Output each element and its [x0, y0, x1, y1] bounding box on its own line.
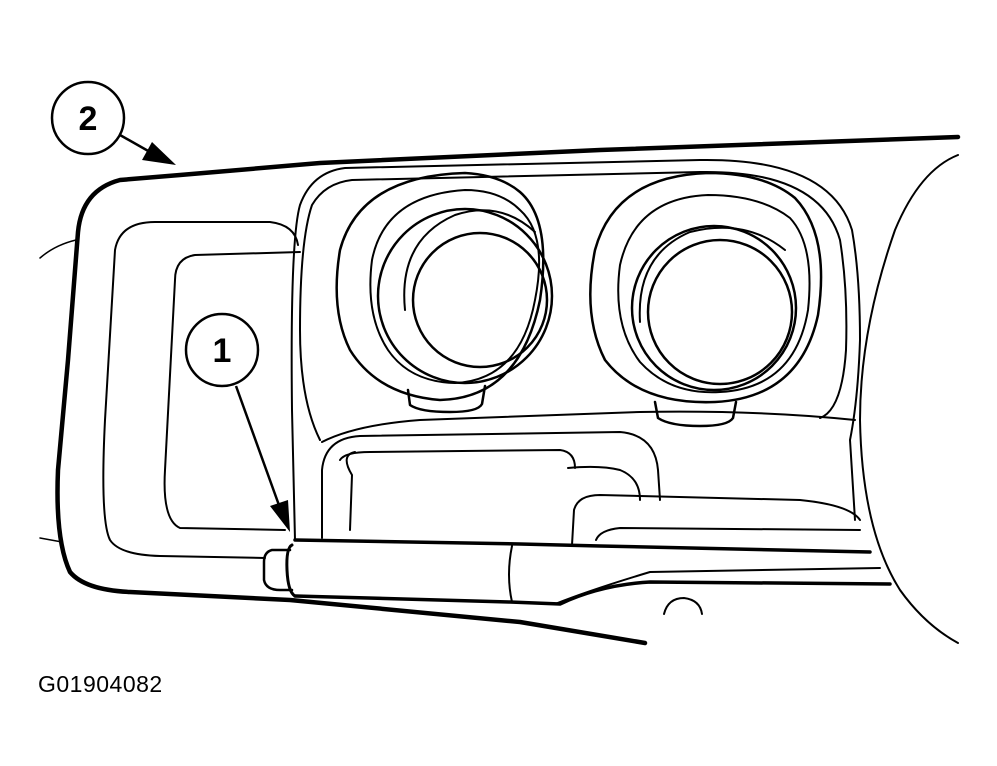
- right-gauge-lens-ring: [638, 226, 786, 323]
- lever-grip-seam: [508, 545, 513, 603]
- callout-1: 1: [184, 312, 290, 532]
- gauge-housing-inner: [299, 170, 848, 441]
- left-gauge-lens: [411, 231, 549, 369]
- right-gauge-bezel-mid: [617, 194, 811, 394]
- gauge-housing: [290, 158, 861, 541]
- callout-1-arrowhead: [270, 500, 290, 532]
- lever-body-bottom: [293, 580, 892, 606]
- background-curve-left: [39, 239, 77, 259]
- callout-1-circle: [184, 312, 260, 388]
- console-outer-edge: [55, 134, 961, 646]
- right-sweep-curve: [859, 154, 959, 644]
- callout-2-circle: [50, 80, 126, 156]
- left-gauge-lens-ring: [403, 209, 536, 311]
- callout-1-label: 1: [213, 332, 232, 370]
- right-gauge-lens: [646, 238, 794, 386]
- lever-body-top: [293, 538, 872, 554]
- right-gauge-bezel-outer: [589, 171, 823, 404]
- lower-bin-face-right: [567, 465, 641, 501]
- left-gauge-base-tab: [406, 384, 487, 414]
- right-gauge-base-tab: [653, 400, 738, 428]
- lower-bin-outer: [321, 431, 661, 539]
- right-ledge-inner: [595, 527, 861, 541]
- left-recess-outer: [102, 221, 299, 559]
- lower-bin-inner: [339, 449, 576, 469]
- figure-id: G01904082: [38, 671, 163, 697]
- right-ledge: [571, 494, 861, 546]
- lever-cap: [262, 548, 294, 592]
- left-gauge-lens-outer: [376, 207, 554, 385]
- lower-bin-face: [345, 451, 356, 531]
- left-gauge-bezel-outer: [335, 171, 545, 402]
- callout-2: 2: [50, 80, 176, 165]
- left-gauge-bezel-mid: [369, 189, 541, 384]
- left-recess-inner: [163, 251, 301, 531]
- lever-grip-taper: [554, 567, 881, 605]
- console-outline: [39, 134, 961, 646]
- callout-2-arrowhead: [142, 142, 176, 165]
- callout-1-leader: [234, 385, 282, 509]
- background-line-lower-left: [39, 537, 63, 543]
- right-gauge-lens-outer: [630, 224, 798, 392]
- callout-2-leader: [119, 133, 151, 154]
- gauge-shelf-line: [321, 410, 856, 443]
- fastener-hole: [663, 597, 703, 615]
- lever-collar: [285, 543, 297, 598]
- callout-2-label: 2: [79, 100, 98, 138]
